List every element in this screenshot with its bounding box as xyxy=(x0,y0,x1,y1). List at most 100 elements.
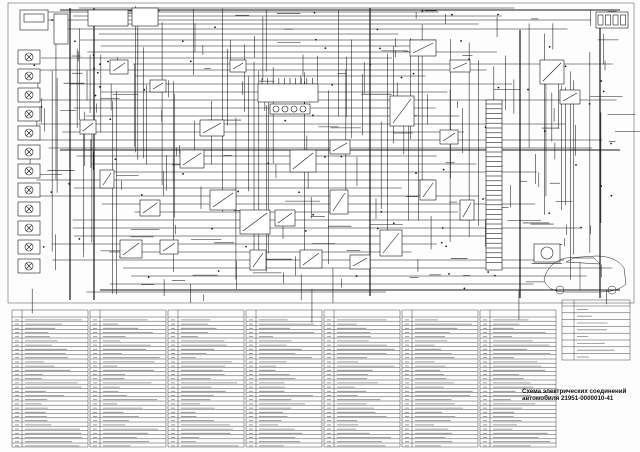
wire-junction xyxy=(284,119,287,122)
wire-junction xyxy=(392,222,395,225)
diagnostic-connector xyxy=(595,11,629,29)
relay-contact xyxy=(382,232,400,254)
injector-rail xyxy=(269,103,311,115)
wire-junction xyxy=(312,213,315,216)
wire-junction xyxy=(147,276,150,278)
wire-junction xyxy=(527,88,529,91)
wire-junction xyxy=(78,238,81,240)
wire-junction xyxy=(580,226,582,229)
lamp-cross xyxy=(25,262,33,270)
lamp-cross xyxy=(25,129,33,137)
wire-junction xyxy=(421,9,424,12)
component-blocks xyxy=(17,7,629,274)
connector-pin xyxy=(620,14,626,26)
gauge-dial xyxy=(540,246,554,260)
wire-junction xyxy=(211,227,214,230)
wire-junction xyxy=(51,19,54,22)
wire-junction xyxy=(107,60,109,63)
wire-junction xyxy=(304,229,307,232)
wire-junction xyxy=(412,72,415,75)
wire-harness xyxy=(7,2,640,323)
wire-junction xyxy=(600,80,603,82)
wire-junction xyxy=(548,212,551,215)
wire-junction xyxy=(441,227,444,229)
component-table xyxy=(245,309,323,448)
wire-junction xyxy=(487,271,490,273)
component-table xyxy=(401,309,479,448)
wire-junction xyxy=(331,83,334,86)
lamp-cross xyxy=(25,148,33,156)
injector-symbol xyxy=(299,105,307,113)
vehicle-wheel xyxy=(555,285,565,295)
component-table xyxy=(323,309,401,448)
wire-junction xyxy=(380,210,383,213)
wire-junction xyxy=(214,26,216,29)
drawing-title-line1: Схема электрических соединений xyxy=(522,388,627,395)
relay-contact xyxy=(332,192,346,212)
wire-junction xyxy=(482,198,484,200)
relay-contact xyxy=(242,212,268,232)
relay-block xyxy=(87,9,129,27)
wire-junction xyxy=(440,241,443,244)
relay-contact xyxy=(212,192,234,208)
relay-contact xyxy=(412,42,434,54)
connector-pin xyxy=(597,14,604,26)
lamp-cross xyxy=(25,186,33,194)
relay-contact xyxy=(82,122,94,132)
wire-junction xyxy=(237,190,240,193)
lamp-cross xyxy=(25,53,33,61)
vehicle-body xyxy=(543,255,627,293)
wire-junction xyxy=(74,40,76,43)
wire-junction xyxy=(245,245,247,248)
wire-junction xyxy=(324,155,326,158)
relay-contact xyxy=(152,82,164,90)
wire-junction xyxy=(497,86,500,89)
lamp-cross xyxy=(25,205,33,213)
relay-contact xyxy=(277,212,293,224)
injector-symbol xyxy=(281,105,289,113)
wire-junction xyxy=(313,11,316,14)
relay-contact xyxy=(542,62,562,82)
wire-junction xyxy=(92,54,95,56)
connector-pin xyxy=(612,14,619,26)
relay-contact xyxy=(142,202,158,214)
relay-contact xyxy=(302,252,320,266)
wire-junction xyxy=(40,105,43,108)
wire-junction xyxy=(468,58,471,61)
vehicle-outline xyxy=(543,255,627,295)
component-table xyxy=(89,309,167,448)
wire-junction xyxy=(548,45,551,48)
relay-contact xyxy=(202,122,222,134)
controller-connector xyxy=(485,99,503,271)
wire-junction xyxy=(181,40,184,43)
wire-junction xyxy=(494,274,496,277)
injector-symbol xyxy=(290,105,298,113)
wire-junction xyxy=(324,47,327,50)
wire-junction xyxy=(376,28,379,31)
component-table xyxy=(11,309,89,448)
wire-junction xyxy=(340,155,343,158)
wire-junction xyxy=(298,191,300,194)
fuse-box xyxy=(53,13,69,45)
wire-junction xyxy=(143,88,146,91)
wire-junction xyxy=(460,40,462,42)
vehicle-wheel xyxy=(607,285,617,295)
relay-contact xyxy=(232,62,244,70)
injector-symbol xyxy=(272,105,280,113)
wire-junction xyxy=(109,118,112,121)
lamp-cross xyxy=(25,243,33,251)
wire-junction xyxy=(610,194,613,197)
wire-junction xyxy=(33,64,36,67)
wire-junction xyxy=(312,114,314,117)
wire-junction xyxy=(267,162,270,165)
diagram-frame xyxy=(7,2,635,304)
relay-contact xyxy=(452,62,468,70)
wire-junction xyxy=(543,130,546,132)
wire-junction xyxy=(93,67,96,70)
drawing-title: Схема электрических соединений автомобил… xyxy=(522,388,626,402)
lamp-cross xyxy=(25,72,33,80)
lamp-cross xyxy=(25,224,33,232)
wire-junction xyxy=(588,103,591,105)
wire-junction xyxy=(600,185,603,187)
